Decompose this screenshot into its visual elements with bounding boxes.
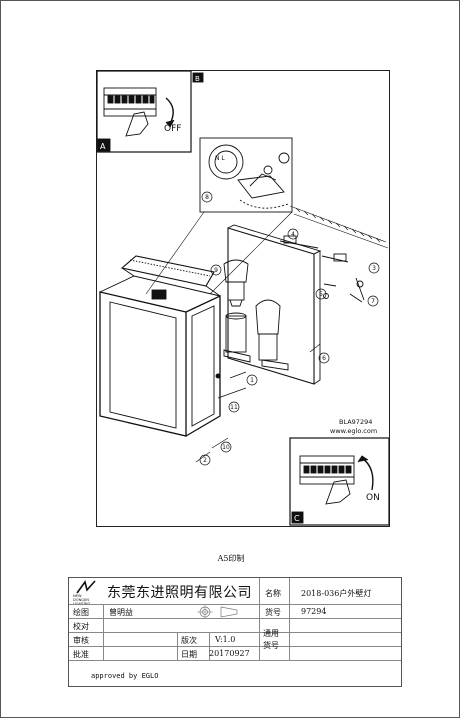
callout-3: 3 [372,265,376,272]
version-label: 版次 [181,636,197,645]
lantern-body [99,255,221,437]
logo-text-1: NEW [73,594,82,598]
projection-symbol-icon [197,605,238,619]
svg-text:N L: N L [215,155,225,162]
panel-switch-off [96,70,204,153]
assembly-drawing-frame [96,70,390,527]
hand-on [325,479,351,505]
version-value: V:1.0 [215,635,236,644]
date-label: 日期 [181,650,197,659]
name-label: 名称 [265,589,281,598]
general-label-2: 货号 [263,641,279,650]
wall-hatch [289,205,389,249]
callout-8: 8 [205,194,209,201]
check-label: 校对 [73,622,89,631]
name-value: 2018-036户外壁灯 [301,589,372,598]
step-b-marker [192,72,204,83]
callout-4: 4 [291,231,295,238]
approved-by: approved by EGLO [91,672,159,680]
company-name: 东莞东进照明有限公司 [107,585,252,601]
breaker-row-off [103,87,157,117]
step-c-label: C [294,514,300,523]
approve-label: 批准 [73,650,89,659]
general-label: 通用 [263,629,279,638]
company-logo: NEW DONGJIN LIGHTING [73,580,101,606]
step-a-label: A [100,142,106,151]
callout-1: 1 [250,377,254,384]
off-label: OFF [164,124,181,134]
lamp-holder-upper [223,259,249,307]
logo-text-2: DONGJIN [73,598,89,602]
screws-top [279,235,365,303]
panel-switch-on [289,437,390,526]
callout-10: 10 [222,444,230,451]
glass-tube [223,312,251,363]
step-a-marker [97,138,111,152]
callout-5: 5 [319,291,323,298]
title-block: NEW DONGJIN LIGHTING 东莞东进照明有限公司 名称 2018-… [68,577,402,687]
lamp-holder-lower [255,299,289,371]
breaker-row-on [299,455,355,485]
hand-off [125,111,149,137]
callout-9: 9 [214,267,218,274]
part-label: 货号 [265,608,281,617]
print-note: A5印制 [217,554,245,563]
wiring-detail: N L [199,137,293,213]
step-b-label: B [195,75,200,83]
review-label: 审核 [73,636,89,645]
arrow-on [361,457,374,491]
drawn-value: 曾明益 [109,608,133,617]
step-c-marker [291,511,304,524]
part-value: 97294 [301,607,327,616]
callout-6: 6 [322,355,326,362]
on-label: ON [366,493,380,503]
callout-circles [199,191,380,466]
website: www.eglo.com [330,427,377,435]
callout-11: 11 [230,404,238,411]
arrow-off [165,97,174,125]
logo-mark-icon [76,580,96,594]
drawn-label: 绘图 [73,608,89,617]
callout-7: 7 [371,298,375,305]
drawing-code: BLA97294 [339,418,372,426]
date-value: 20170927 [209,649,250,658]
callout-2: 2 [203,457,207,464]
